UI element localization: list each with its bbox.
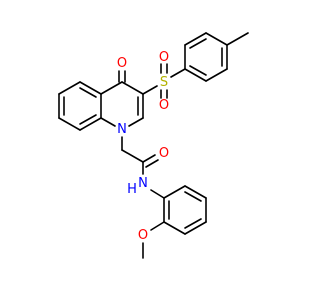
- amide-double-bond: [145, 159, 159, 168]
- aromatic-double-bond: [189, 65, 207, 76]
- bond: [79, 117, 102, 131]
- n-aryl-bond: [150, 189, 165, 199]
- aromatic-double-bond: [184, 218, 202, 229]
- bond: [128, 117, 144, 127]
- bond: [205, 32, 228, 46]
- ketone-oxygen-label: O: [117, 56, 127, 71]
- methoxyphenyl-ring: [150, 185, 207, 235]
- amide-oxygen-label: O: [159, 146, 169, 161]
- bond: [121, 81, 144, 95]
- bond: [163, 221, 186, 235]
- bond: [58, 117, 81, 131]
- s-aryl-bond: [170, 68, 186, 78]
- amide-double-bond: [142, 154, 156, 163]
- ring-nitrogen-label: N: [117, 122, 127, 137]
- ether-oxygen-label: O: [138, 228, 148, 243]
- c-s-bond: [142, 85, 158, 95]
- ch2-carbonyl-bond: [121, 149, 144, 163]
- bond: [163, 185, 186, 199]
- sulfonyl-oxygen-bottom-label: O: [159, 98, 169, 113]
- aromatic-double-bond: [79, 114, 97, 125]
- bond: [79, 81, 102, 95]
- bond: [184, 68, 207, 82]
- bond: [205, 68, 228, 82]
- aromatic-double-bond: [184, 191, 202, 202]
- bond: [58, 81, 81, 95]
- methyl-bond: [226, 32, 249, 46]
- amide-nitrogen-label: N: [138, 176, 148, 191]
- pyridinone-ring: [100, 81, 144, 151]
- bond: [184, 185, 207, 199]
- molecule-structure: O S O O N O N H O: [0, 0, 300, 300]
- sulfonyl-sulfur-label: S: [160, 75, 168, 90]
- aromatic-double-bond: [189, 38, 207, 49]
- molecule-canvas: O S O O N O N H O: [0, 0, 300, 300]
- bond: [100, 117, 116, 127]
- background: [0, 0, 300, 300]
- c-o-bond: [150, 221, 165, 231]
- bond: [184, 32, 207, 46]
- tolyl-ring: [184, 32, 249, 82]
- bond: [184, 221, 207, 235]
- aromatic-double-bond: [79, 87, 97, 98]
- bond: [100, 81, 123, 95]
- benzo-ring: [58, 81, 102, 131]
- amide-hydrogen-label: H: [127, 182, 137, 197]
- sulfonyl-oxygen-top-label: O: [159, 50, 169, 65]
